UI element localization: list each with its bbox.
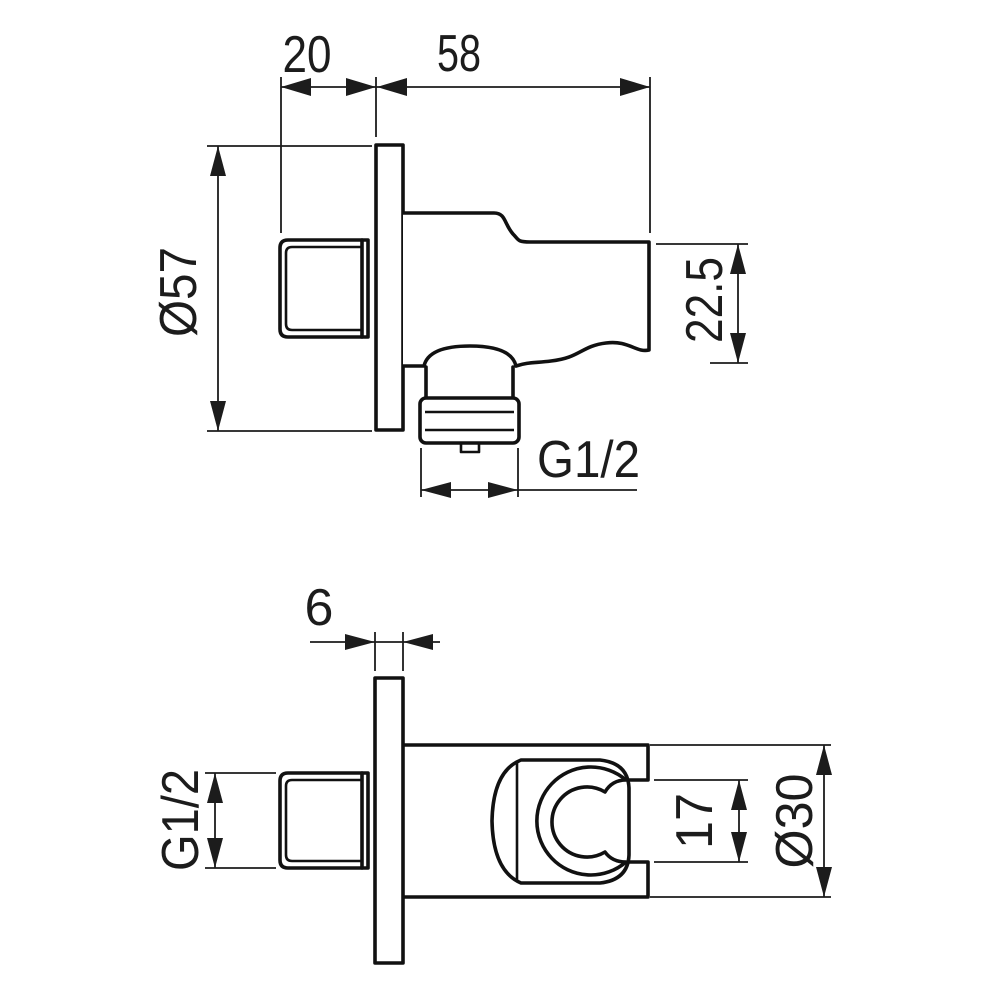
arrow-down-icon: [730, 333, 746, 363]
arrow-up-icon: [731, 780, 747, 810]
front-view: 6 G1/2 17 Ø30: [152, 579, 832, 965]
dim-20-58: 20 58: [280, 25, 651, 233]
dim-label-58: 58: [437, 25, 481, 83]
dim-label-22-5: 22.5: [676, 257, 734, 343]
arrow-left-icon: [403, 634, 433, 650]
dim-label-20: 20: [283, 26, 332, 84]
arrow-down-icon: [731, 832, 747, 862]
thread-outline: [278, 771, 370, 870]
arrow-right-icon: [345, 634, 375, 650]
dim-label-17: 17: [666, 793, 724, 849]
outlet-boss: [424, 365, 515, 400]
body-lower-arm: [401, 860, 650, 899]
dim-diameter-57: Ø57: [150, 145, 372, 432]
dim-label-g12-inlet: G1/2: [152, 769, 210, 871]
wall-plate-front: [373, 676, 405, 965]
arrow-left-icon: [377, 78, 407, 96]
thread-outline: [278, 238, 370, 339]
outlet-nut: [418, 365, 521, 454]
arrow-right-icon: [488, 482, 518, 498]
thread-inner-line: [284, 778, 362, 863]
arrow-down-icon: [210, 401, 226, 431]
arrow-left-icon: [281, 78, 311, 96]
wall-plate-side: [374, 143, 405, 432]
thread-inner-line: [284, 245, 362, 332]
dim-17: 17: [654, 779, 748, 863]
arrow-down-icon: [207, 838, 223, 868]
arrow-left-icon: [421, 482, 451, 498]
arrow-up-icon: [210, 146, 226, 176]
side-view: 20 58 Ø57 22.5 G1/2: [150, 25, 748, 498]
arrow-down-icon: [816, 867, 832, 897]
arrow-right-icon: [346, 78, 376, 96]
dim-label-diameter-30: Ø30: [766, 774, 824, 869]
nut-outline: [418, 396, 521, 445]
arrow-up-icon: [207, 773, 223, 803]
dim-diameter-30: Ø30: [650, 744, 832, 898]
holder-body-front: [401, 743, 650, 899]
outlet-nub: [459, 441, 481, 454]
body-upper-arm: [401, 743, 650, 782]
cradle-bracket: [490, 758, 631, 885]
dim-g12-inlet: G1/2: [152, 769, 276, 871]
arrow-right-icon: [620, 78, 650, 96]
arrow-up-icon: [816, 745, 832, 775]
dim-6: 6: [305, 579, 440, 671]
nut-inner-lines: [425, 410, 514, 432]
body-profile: [403, 211, 651, 368]
holder-ring: [535, 765, 628, 877]
inlet-thread-front: [278, 771, 370, 870]
dim-g12-outlet: G1/2: [420, 431, 640, 498]
dim-label-6: 6: [305, 579, 334, 637]
arrow-up-icon: [730, 244, 746, 274]
dim-22-5: 22.5: [656, 243, 748, 364]
dim-label-g12-outlet: G1/2: [537, 431, 640, 489]
inlet-thread-side: [278, 238, 370, 339]
dim-label-diameter-57: Ø57: [150, 247, 208, 337]
